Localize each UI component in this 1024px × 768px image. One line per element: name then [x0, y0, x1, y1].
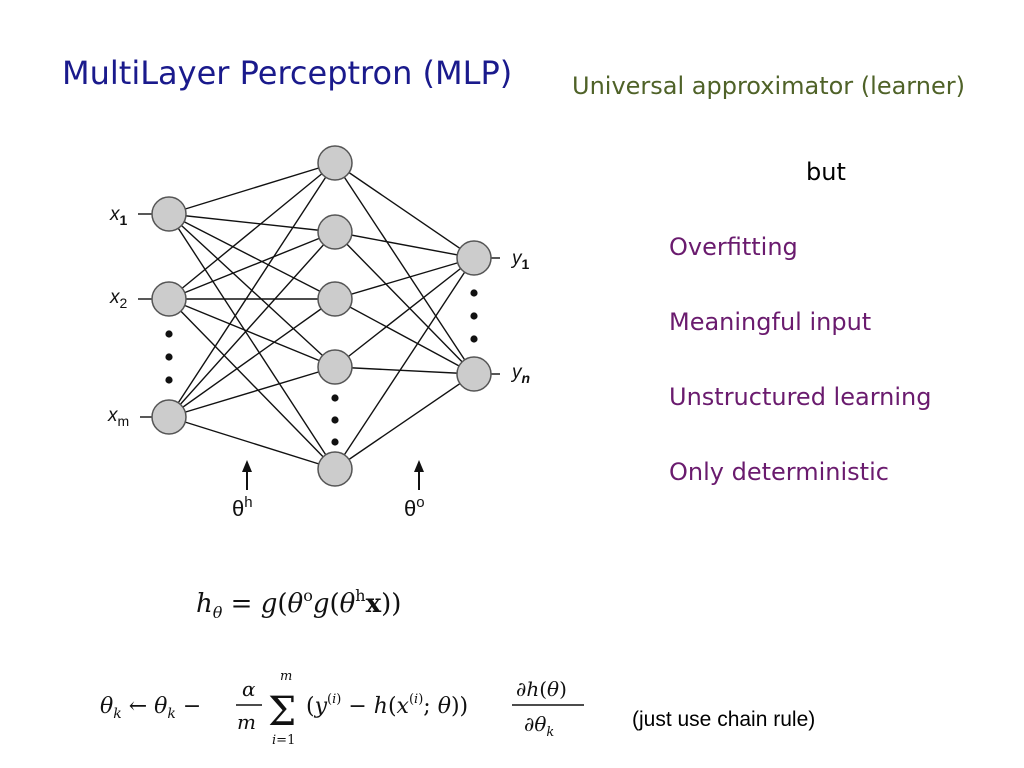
but-label: but: [806, 158, 846, 186]
hidden-ellipsis-dot: [331, 438, 339, 446]
input-hidden-connection: [168, 366, 336, 418]
output-label-yn: yn: [510, 362, 530, 386]
hidden-output-connection: [334, 162, 475, 375]
input-hidden-connection: [168, 162, 336, 418]
hidden-output-connection: [334, 231, 475, 375]
input-hidden-connection: [168, 298, 336, 368]
svg-text:θk ← θk −: θk ← θk −: [100, 694, 201, 722]
svg-text:m: m: [280, 669, 292, 684]
hidden-output-connection: [334, 162, 475, 259]
input-hidden-connection: [168, 298, 336, 418]
output-ellipsis-dot: [470, 335, 478, 343]
param-arrow-hidden: [242, 460, 252, 490]
input-hidden-connection: [168, 298, 336, 470]
slide-subtitle: Universal approximator (learner): [572, 72, 965, 100]
svg-text:α: α: [242, 677, 256, 701]
update-equation: θk ← θk − α m m Σ i=1 (y(i) − h(x(i); θ)…: [100, 669, 584, 748]
hidden-ellipsis-dot: [331, 416, 339, 424]
input-hidden-connection: [168, 162, 336, 300]
hidden-output-connection: [334, 257, 475, 300]
output-label-y1: y1: [510, 248, 530, 272]
input-label-x2: x2: [109, 287, 128, 311]
input-label-xm: xm: [107, 405, 129, 429]
chain-rule-note: (just use chain rule): [632, 708, 816, 731]
input-hidden-connection: [168, 213, 336, 300]
param-arrow-output: [414, 460, 424, 490]
hidden-node: [317, 145, 353, 181]
slide-title: MultiLayer Perceptron (MLP): [62, 54, 513, 92]
hidden-ellipsis-dot: [331, 394, 339, 402]
hidden-node: [317, 349, 353, 385]
svg-text:Σ: Σ: [268, 689, 296, 735]
issue-meaningful-input: Meaningful input: [669, 308, 872, 336]
hidden-node: [317, 214, 353, 250]
input-hidden-connection: [168, 231, 336, 300]
hidden-output-connection: [334, 366, 475, 375]
hidden-node: [317, 451, 353, 487]
input-hidden-connection: [168, 416, 336, 470]
svg-text:∂h(θ): ∂h(θ): [516, 677, 567, 701]
hidden-output-connection: [334, 257, 475, 368]
output-ellipsis-dot: [470, 312, 478, 320]
svg-text:m: m: [237, 710, 256, 734]
input-label-x1: x1: [109, 204, 128, 228]
input-node: [151, 281, 187, 317]
issue-overfitting: Overfitting: [669, 233, 798, 261]
input-node: [151, 196, 187, 232]
input-hidden-connection: [168, 162, 336, 215]
hidden-output-connection: [334, 257, 475, 470]
input-node: [151, 399, 187, 435]
param-label-theta-o: θo: [404, 494, 425, 521]
ellipsis-dots: [165, 289, 478, 446]
issue-unstructured-learning: Unstructured learning: [669, 383, 932, 411]
nodes-group: [151, 145, 492, 487]
input-ellipsis-dot: [165, 353, 173, 361]
output-node: [456, 240, 492, 276]
input-hidden-connection: [168, 213, 336, 233]
input-ellipsis-dot: [165, 330, 173, 338]
input-hidden-connection: [168, 213, 336, 470]
hidden-node: [317, 281, 353, 317]
param-label-theta-h: θh: [232, 494, 253, 521]
svg-text:i=1: i=1: [272, 733, 295, 748]
connection-lines: [168, 162, 475, 470]
svg-text:∂θk: ∂θk: [524, 712, 554, 740]
hidden-output-connection: [334, 373, 475, 470]
hidden-output-connection: [334, 298, 475, 375]
forward-equation: hθ = g(θog(θhx)): [196, 586, 401, 622]
svg-text:(y(i) − h(x(i); θ)): (y(i) − h(x(i); θ)): [306, 692, 468, 719]
issue-only-deterministic: Only deterministic: [669, 458, 889, 486]
input-ellipsis-dot: [165, 376, 173, 384]
output-node: [456, 356, 492, 392]
input-hidden-connection: [168, 231, 336, 418]
hidden-output-connection: [334, 231, 475, 259]
output-ellipsis-dot: [470, 289, 478, 297]
